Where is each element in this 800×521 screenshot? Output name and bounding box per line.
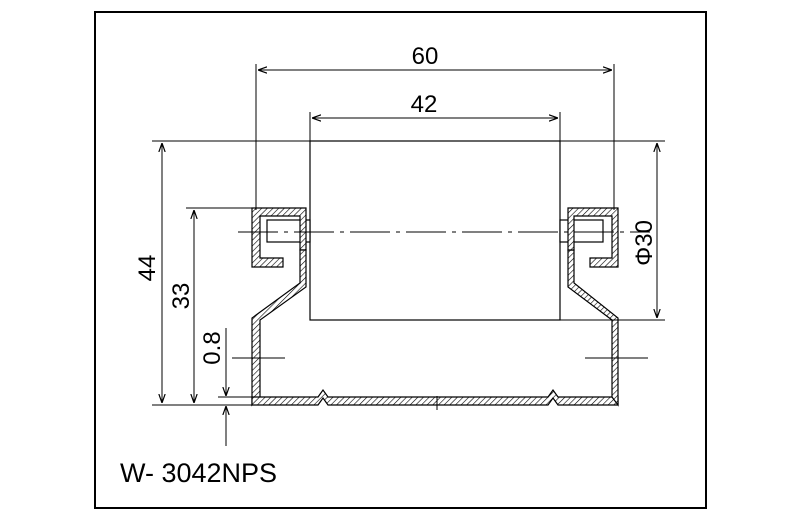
roller-body: [309, 140, 561, 321]
dimension-phi30: [560, 143, 665, 321]
dimension-label-42: 42: [411, 91, 438, 118]
dimension-33: [186, 207, 252, 403]
shaft-left: [266, 219, 311, 243]
dimension-0-8: [218, 328, 252, 446]
dimension-60: [255, 64, 615, 210]
channel-profile: [251, 207, 619, 407]
center-lines: [232, 231, 650, 410]
dimension-label-phi30: Φ30: [631, 220, 658, 266]
model-label: W- 3042NPS: [120, 458, 277, 488]
dimension-label-44: 44: [134, 255, 161, 282]
dimension-label-33: 33: [168, 283, 195, 310]
dimension-44: [152, 140, 665, 406]
dimension-label-0-8: 0.8: [199, 331, 226, 364]
dimension-42: [309, 112, 561, 141]
drawing-frame: [94, 11, 707, 509]
shaft-right: [559, 219, 604, 243]
dimension-label-60: 60: [412, 43, 439, 70]
